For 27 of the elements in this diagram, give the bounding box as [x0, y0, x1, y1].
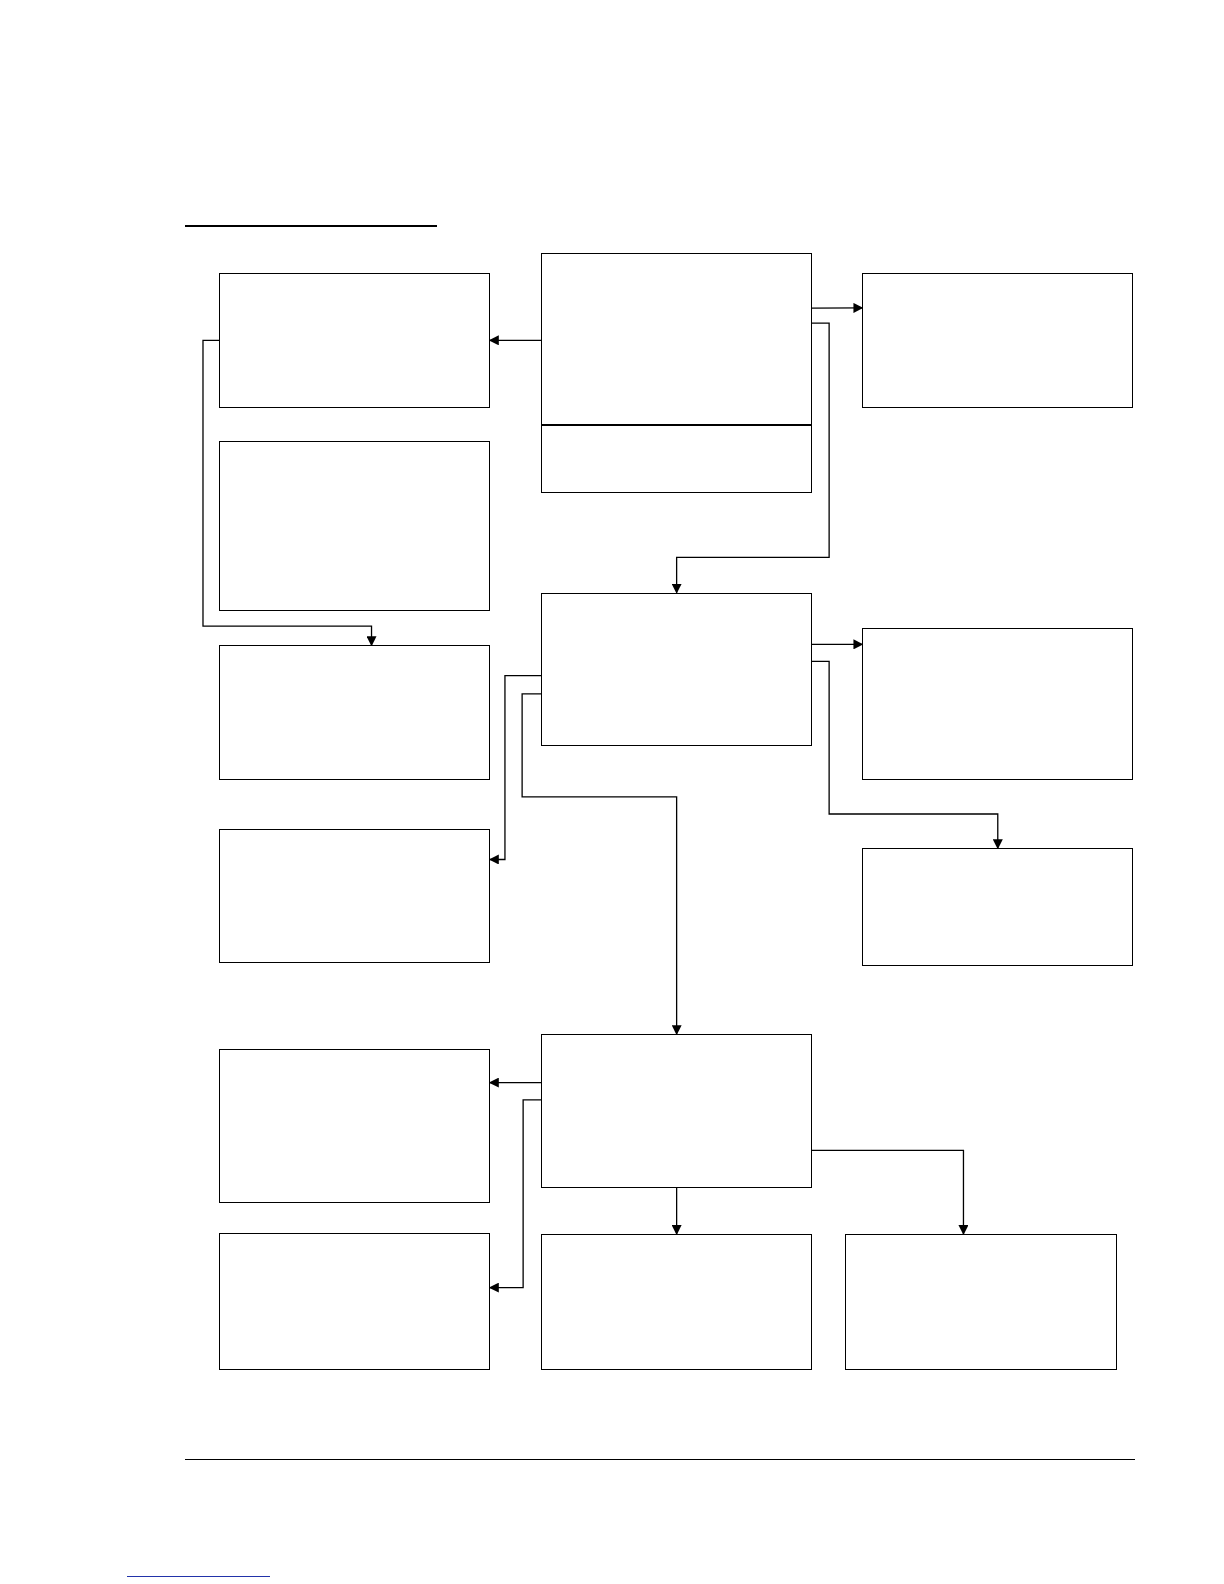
- process-box: [862, 272, 1134, 408]
- arrow: [811, 660, 1003, 850]
- arrow: [671, 1187, 682, 1236]
- process-box: [541, 253, 812, 426]
- process-box: [219, 829, 490, 964]
- process-box: [219, 441, 490, 611]
- arrow: [811, 639, 864, 650]
- process-box: [219, 1049, 490, 1203]
- process-box: [541, 1034, 812, 1188]
- process-box: [862, 628, 1134, 780]
- process-box: [219, 272, 490, 408]
- process-box: [541, 425, 812, 493]
- process-box: [541, 592, 812, 747]
- arrow: [202, 339, 377, 647]
- process-box: [541, 1234, 812, 1371]
- arrow: [488, 675, 542, 865]
- arrow: [521, 693, 682, 1036]
- arrow: [671, 322, 830, 594]
- arrow: [488, 1099, 542, 1293]
- process-box: [219, 1233, 490, 1371]
- arrow: [488, 335, 542, 346]
- process-box: [219, 645, 490, 780]
- arrow: [488, 1077, 542, 1088]
- arrow: [811, 1149, 969, 1236]
- arrow: [811, 302, 864, 313]
- process-box: [845, 1234, 1117, 1371]
- process-box: [862, 848, 1134, 967]
